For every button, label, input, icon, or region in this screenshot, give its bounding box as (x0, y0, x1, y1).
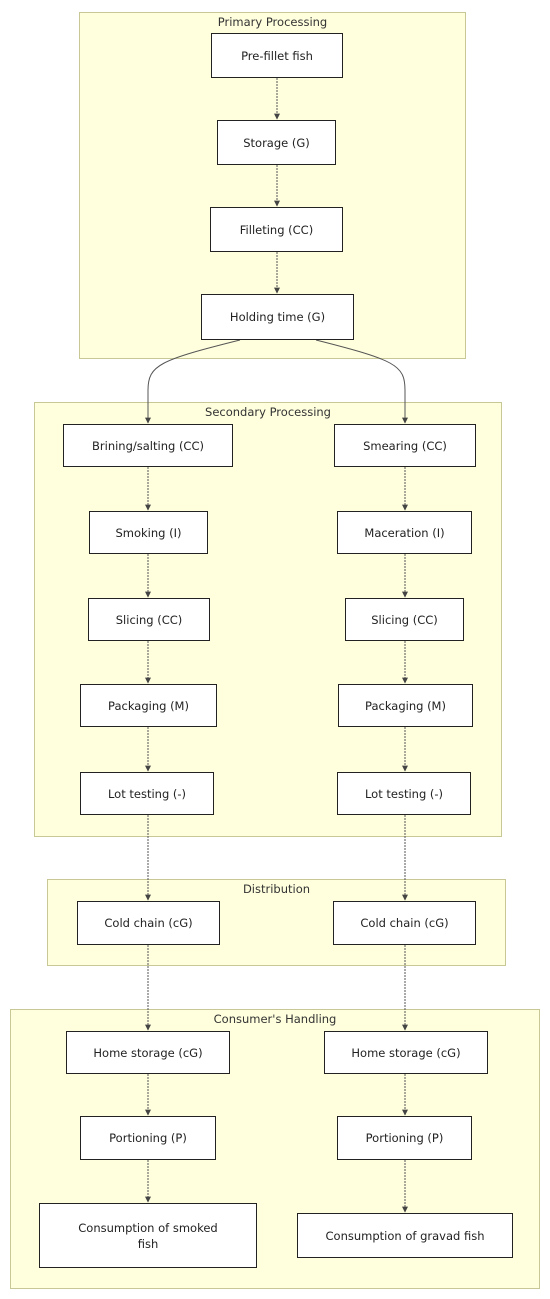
node-lot-testing-left: Lot testing (-) (80, 772, 214, 815)
node-lot-testing-right: Lot testing (-) (337, 772, 471, 815)
node-smearing: Smearing (CC) (334, 424, 476, 467)
cluster-title: Secondary Processing (205, 405, 331, 419)
node-smoking: Smoking (I) (89, 511, 208, 554)
cluster-title: Consumer's Handling (213, 1012, 337, 1026)
node-portioning-right: Portioning (P) (337, 1116, 472, 1160)
node-cold-chain-left: Cold chain (cG) (77, 901, 220, 945)
node-packaging-left: Packaging (M) (80, 684, 217, 727)
cluster-title: Primary Processing (217, 15, 328, 29)
node-maceration: Maceration (I) (337, 511, 472, 554)
node-consumption-gravad: Consumption of gravad fish (297, 1213, 513, 1258)
node-portioning-left: Portioning (P) (80, 1116, 216, 1160)
node-packaging-right: Packaging (M) (338, 684, 473, 727)
node-home-storage-right: Home storage (cG) (324, 1031, 488, 1074)
node-storage: Storage (G) (217, 120, 336, 165)
node-pre-fillet-fish: Pre-fillet fish (211, 33, 343, 78)
node-slicing-right: Slicing (CC) (345, 598, 464, 641)
node-filleting: Filleting (CC) (210, 207, 343, 252)
node-home-storage-left: Home storage (cG) (66, 1031, 230, 1074)
cluster-title: Distribution (242, 882, 311, 896)
node-cold-chain-right: Cold chain (cG) (333, 901, 476, 945)
node-consumption-smoked: Consumption of smoked fish (39, 1203, 257, 1268)
node-slicing-left: Slicing (CC) (88, 598, 210, 641)
node-brining-salting: Brining/salting (CC) (63, 424, 233, 467)
node-holding-time: Holding time (G) (201, 294, 354, 340)
